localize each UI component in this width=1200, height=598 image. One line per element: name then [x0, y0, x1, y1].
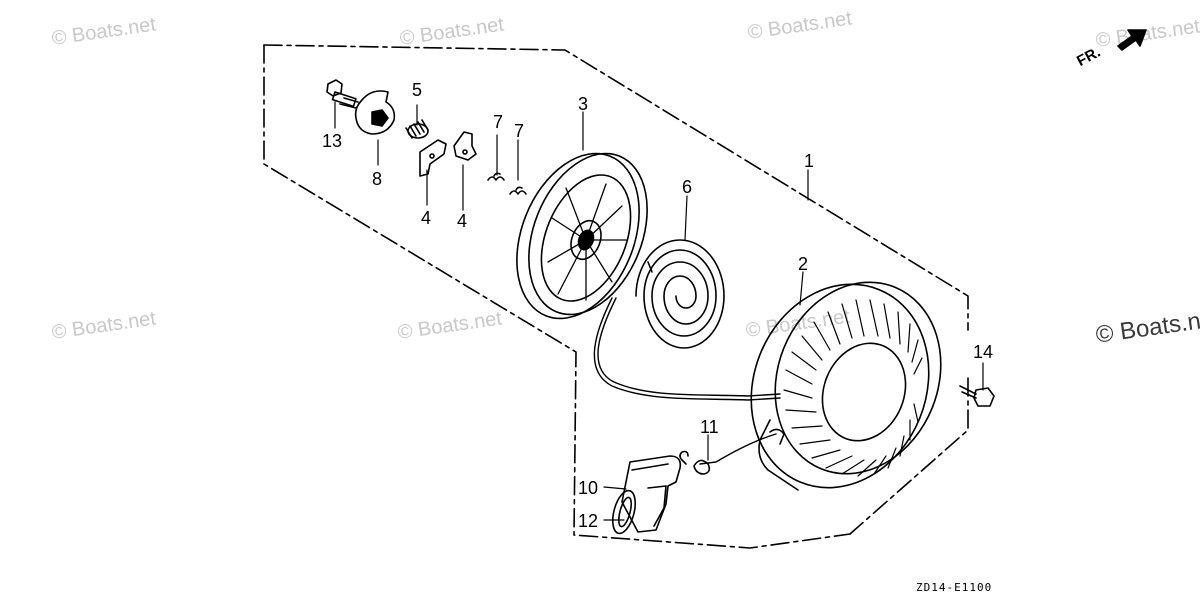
- callout-4: 4: [457, 211, 468, 231]
- bolt-part-14: [959, 385, 995, 407]
- callout-12: 12: [578, 511, 599, 531]
- diagram-code: ZD14-E1100: [916, 581, 993, 594]
- callout-10: 10: [578, 478, 599, 498]
- ratchet-part-8: [354, 90, 396, 135]
- spring-part-7b: [509, 186, 527, 195]
- spring-part-7a: [487, 172, 505, 181]
- insert-part-12: [611, 489, 637, 535]
- callout-8: 8: [372, 169, 383, 189]
- callout-1: 1: [804, 151, 815, 171]
- callout-7: 7: [493, 112, 504, 132]
- callout-2: 2: [798, 254, 809, 274]
- knot-part-11: [679, 450, 711, 475]
- handle-rope: [699, 433, 777, 465]
- callout-11: 11: [700, 417, 719, 437]
- callout-3: 3: [578, 94, 589, 114]
- grip-part-10: [621, 455, 682, 533]
- callout-7: 7: [514, 121, 525, 141]
- bolt-part-13: [326, 79, 359, 109]
- reel-part-3: [516, 152, 648, 320]
- callout-14: 14: [973, 342, 994, 362]
- callout-6: 6: [682, 177, 693, 197]
- spring-part-5: [405, 119, 429, 139]
- callout-4: 4: [421, 208, 432, 228]
- starter-rope: [593, 297, 781, 401]
- callout-13: 13: [322, 131, 343, 151]
- leader-lines: [334, 101, 984, 521]
- front-arrow-icon: [1117, 29, 1147, 51]
- spiral-spring-part-6: [635, 239, 725, 349]
- pawl-part-4a: [419, 139, 447, 177]
- pawl-part-4b: [453, 131, 477, 161]
- starter-case-part-2: [750, 281, 942, 491]
- callout-5: 5: [412, 80, 423, 100]
- starter-rope-inner: [597, 297, 781, 397]
